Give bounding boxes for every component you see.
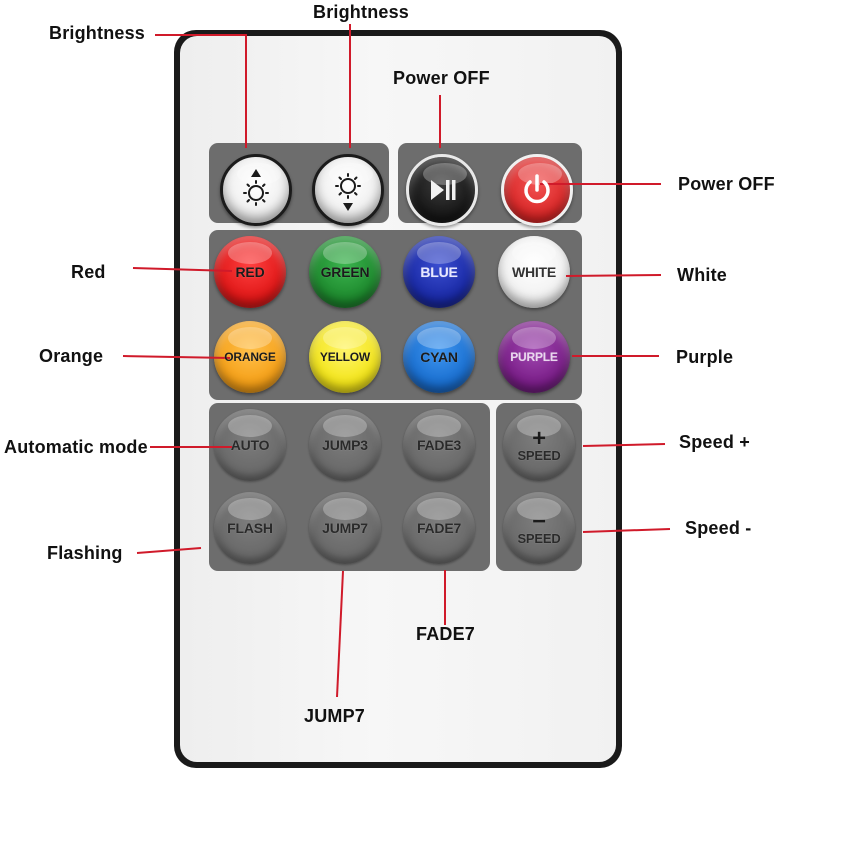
yellow-button-label: YELLOW — [319, 350, 371, 364]
purple-button[interactable]: PURPLE — [498, 321, 570, 393]
annotation-white: White — [677, 265, 727, 285]
purple-button-label: PURPLE — [510, 350, 558, 364]
play-pause-button[interactable] — [406, 154, 478, 226]
white-button-label: WHITE — [511, 264, 557, 280]
flash-button[interactable]: FLASH — [214, 492, 286, 564]
orange-button-label: ORANGE — [224, 350, 276, 364]
jump3-button[interactable]: JUMP3 — [309, 409, 381, 481]
speed-minus-label-group: − SPEED — [517, 507, 561, 547]
blue-button-label: BLUE — [420, 264, 458, 280]
minus-icon: − — [532, 507, 546, 535]
fade3-button[interactable]: FADE3 — [403, 409, 475, 481]
green-button[interactable]: GREEN — [309, 236, 381, 308]
brightness-up-button[interactable] — [220, 154, 292, 226]
auto-button[interactable]: AUTO — [214, 409, 286, 481]
speed-minus-button[interactable]: − SPEED — [503, 492, 575, 564]
flash-button-label: FLASH — [227, 520, 273, 536]
jump7-button[interactable]: JUMP7 — [309, 492, 381, 564]
yellow-button[interactable]: YELLOW — [309, 321, 381, 393]
red-button-label: RED — [235, 264, 265, 280]
jump7-button-label: JUMP7 — [322, 520, 368, 536]
auto-button-label: AUTO — [230, 437, 270, 453]
play-pause-icon — [431, 180, 456, 200]
speed-minus-label: SPEED — [517, 531, 561, 547]
annotation-fade7: FADE7 — [416, 624, 476, 644]
annotation-power-off-top: Power OFF — [393, 68, 490, 88]
white-button[interactable]: WHITE — [498, 236, 570, 308]
red-button[interactable]: RED — [214, 236, 286, 308]
fade3-button-label: FADE3 — [416, 437, 462, 453]
annotation-jump7: JUMP7 — [304, 706, 366, 726]
green-button-label: GREEN — [320, 264, 370, 280]
jump3-button-label: JUMP3 — [322, 437, 368, 453]
sun-arrow-up-icon — [243, 169, 269, 206]
remote-face: RED GREEN BLUE WHITE ORANGE YELLOW CYAN … — [180, 36, 616, 762]
annotation-purple: Purple — [676, 347, 734, 367]
annotation-orange: Orange — [39, 346, 104, 366]
annotation-automatic-mode: Automatic mode — [4, 437, 148, 457]
annotation-brightness-left: Brightness — [49, 23, 146, 43]
annotation-brightness-top: Brightness — [313, 2, 410, 22]
brightness-down-button[interactable] — [312, 154, 384, 226]
speed-plus-label: SPEED — [517, 448, 561, 464]
plus-icon: + — [532, 424, 546, 452]
annotation-red: Red — [71, 262, 106, 282]
cyan-button-label: CYAN — [420, 349, 458, 365]
orange-button[interactable]: ORANGE — [214, 321, 286, 393]
power-button[interactable] — [501, 154, 573, 226]
annotation-flashing: Flashing — [47, 543, 123, 563]
fade7-button-label: FADE7 — [416, 520, 462, 536]
power-icon — [524, 174, 550, 204]
annotation-speed-plus: Speed + — [679, 432, 750, 452]
annotation-speed-minus: Speed - — [685, 518, 752, 538]
blue-button[interactable]: BLUE — [403, 236, 475, 308]
speed-plus-button[interactable]: + SPEED — [503, 409, 575, 481]
annotation-power-off-right: Power OFF — [678, 174, 775, 194]
fade7-button[interactable]: FADE7 — [403, 492, 475, 564]
remote-control: RED GREEN BLUE WHITE ORANGE YELLOW CYAN … — [174, 30, 622, 768]
cyan-button[interactable]: CYAN — [403, 321, 475, 393]
sun-arrow-down-icon — [335, 173, 361, 211]
speed-plus-label-group: + SPEED — [517, 424, 561, 464]
